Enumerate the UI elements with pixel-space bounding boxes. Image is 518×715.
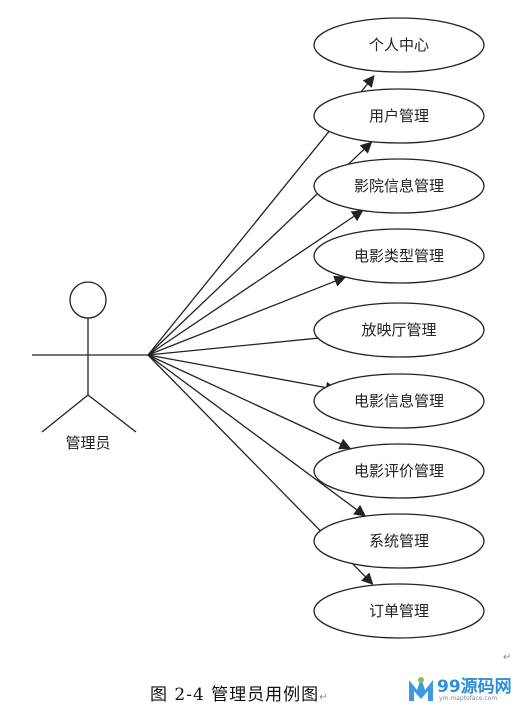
use-case-ellipse [313, 158, 485, 214]
caption-text: 图 2-4 管理员用例图 [150, 685, 320, 705]
use-case-3: 影院信息管理 [313, 158, 485, 214]
association-arrow-7 [147, 354, 352, 450]
use-case-label: 订单管理 [369, 602, 429, 620]
use-case-diagram: 管理员 个人中心用户管理影院信息管理电影类型管理放映厅管理电影信息管理电影评价管… [32, 17, 485, 639]
association-arrow-3 [147, 209, 364, 356]
use-case-ellipse [313, 228, 485, 284]
use-case-6: 电影信息管理 [313, 373, 485, 429]
association-arrow-5 [147, 331, 338, 356]
use-case-ellipse [313, 88, 485, 144]
actor-figure: 管理员 [32, 281, 148, 452]
use-case-2: 用户管理 [313, 88, 485, 144]
use-case-1: 个人中心 [313, 17, 485, 73]
use-case-9: 订单管理 [313, 583, 485, 639]
figure-caption: 图 2-4 管理员用例图↵ [150, 680, 329, 705]
use-case-label: 电影评价管理 [354, 462, 444, 480]
use-case-group: 个人中心用户管理影院信息管理电影类型管理放映厅管理电影信息管理电影评价管理系统管… [313, 17, 485, 639]
actor-label: 管理员 [65, 434, 110, 452]
use-case-7: 电影评价管理 [313, 443, 485, 499]
use-case-ellipse [313, 583, 485, 639]
watermark-logo-icon [409, 677, 433, 701]
use-case-ellipse [313, 443, 485, 499]
use-case-ellipse [313, 513, 485, 569]
use-case-label: 系统管理 [369, 532, 429, 550]
paragraph-return-mark: ↵ [503, 652, 512, 663]
use-case-8: 系统管理 [313, 513, 485, 569]
actor-head [69, 281, 107, 319]
association-arrow-4 [147, 275, 347, 356]
association-arrow-8 [147, 354, 367, 517]
actor-right-leg [87, 394, 137, 433]
use-case-4: 电影类型管理 [313, 228, 485, 284]
association-arrow-6 [147, 354, 338, 394]
use-case-ellipse [313, 373, 485, 429]
use-case-ellipse [313, 17, 485, 73]
use-case-ellipse [313, 302, 485, 358]
use-case-label: 个人中心 [369, 36, 429, 54]
use-case-label: 影院信息管理 [354, 177, 444, 195]
use-case-label: 电影类型管理 [354, 247, 444, 265]
watermark-subtitle: ym.maptoface.com [439, 695, 498, 702]
watermark: 99源码网 ym.maptoface.com [406, 672, 514, 710]
use-case-label: 电影信息管理 [354, 392, 444, 410]
use-case-5: 放映厅管理 [313, 302, 485, 358]
watermark-title: 99源码网 [437, 677, 512, 697]
actor-left-leg [41, 394, 89, 433]
use-case-label: 用户管理 [369, 107, 429, 125]
use-case-label: 放映厅管理 [361, 321, 436, 339]
caption-return-mark: ↵ [319, 692, 329, 703]
